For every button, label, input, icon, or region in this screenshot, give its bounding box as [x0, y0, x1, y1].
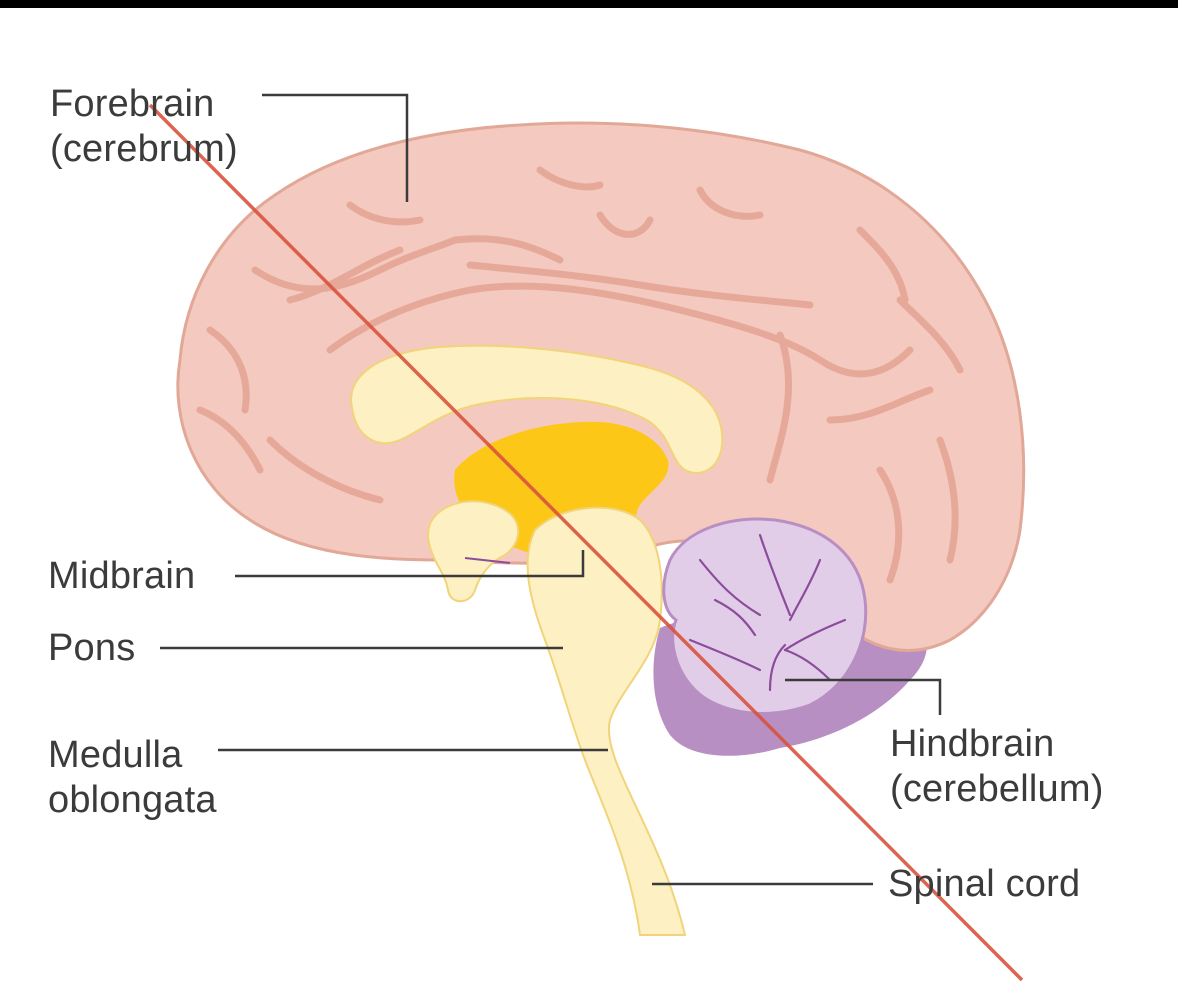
midbrain-label: Midbrain — [48, 555, 196, 597]
medulla-label: Medulla oblongata — [48, 734, 217, 821]
corpus-callosum — [350, 344, 724, 474]
top-border — [0, 0, 1178, 8]
midbrain-leader — [235, 550, 585, 578]
cerebellum — [662, 517, 868, 715]
cerebrum-sulci — [196, 166, 964, 584]
hindbrain-leader — [785, 678, 942, 715]
pons-label: Pons — [48, 627, 136, 669]
cerebellum-veins — [688, 533, 847, 692]
hypothalamus — [427, 500, 520, 603]
spinal-cord-label: Spinal cord — [888, 863, 1081, 905]
forebrain-leader — [262, 93, 409, 202]
leader-lines — [160, 93, 942, 886]
hindbrain-label: Hindbrain (cerebellum) — [890, 723, 1104, 810]
brainstem — [526, 506, 687, 936]
forebrain-label: Forebrain (cerebrum) — [50, 83, 238, 170]
diagonal-strike-line — [148, 103, 1024, 982]
